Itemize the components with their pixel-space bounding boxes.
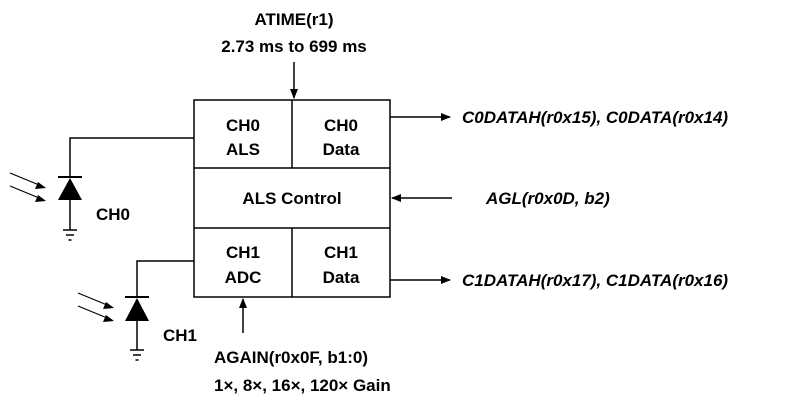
ch0-data-line1: CH0	[324, 116, 358, 135]
ch0-als-line1: CH0	[226, 116, 260, 135]
again-gains: 1×, 8×, 16×, 120× Gain	[214, 376, 391, 395]
ch0-data-line2: Data	[323, 140, 360, 159]
als-control-block: ALS Control	[242, 189, 341, 208]
atime-range: 2.73 ms to 699 ms	[221, 37, 367, 56]
ch1-output-label: C1DATAH(r0x17), C1DATA(r0x16)	[462, 271, 728, 290]
atime-label: ATIME(r1)	[254, 10, 333, 29]
ch1-light-rays-icon	[77, 292, 114, 322]
ch1-photodiode-icon	[125, 260, 194, 361]
ch0-als-line2: ALS	[226, 140, 260, 159]
ch1-adc-line2: ADC	[225, 268, 262, 287]
ch0-output-label: C0DATAH(r0x15), C0DATA(r0x14)	[462, 108, 728, 127]
again-label: AGAIN(r0x0F, b1:0)	[214, 348, 368, 367]
ch1-adc-block: CH1 ADC	[225, 243, 262, 287]
ch1-adc-line1: CH1	[226, 243, 260, 262]
ch1-data-line1: CH1	[324, 243, 358, 262]
ch1-data-block: CH1 Data	[323, 243, 360, 287]
ch0-data-block: CH0 Data	[323, 116, 360, 159]
agl-label: AGL(r0x0D, b2)	[485, 189, 610, 208]
ch0-photodiode-icon	[58, 137, 194, 241]
ch1-data-line2: Data	[323, 268, 360, 287]
ch0-als-block: CH0 ALS	[226, 116, 260, 159]
ch1-diode-label: CH1	[163, 326, 197, 345]
ch0-light-rays-icon	[9, 172, 46, 202]
ch0-diode-label: CH0	[96, 205, 130, 224]
